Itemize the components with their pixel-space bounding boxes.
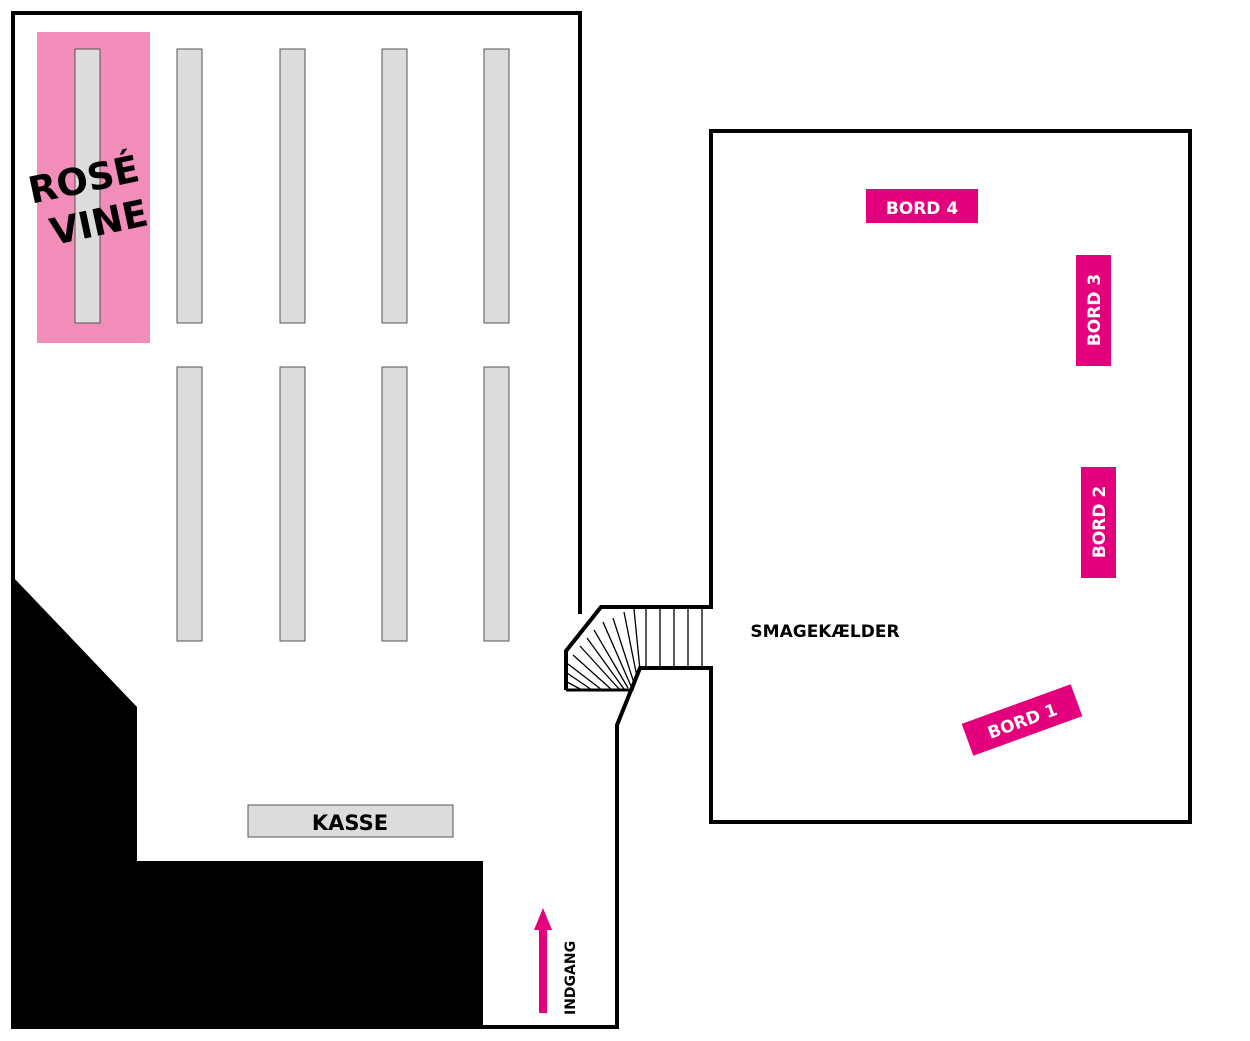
table-label: BORD 4 <box>886 199 959 219</box>
wall-block <box>13 577 483 1027</box>
table-bord-1[interactable]: BORD 1 <box>961 684 1083 756</box>
shelf <box>483 48 510 324</box>
entrance-arrow-icon <box>534 908 552 1013</box>
tasting-cellar-label: SMAGEKÆLDER <box>750 622 899 642</box>
shelf <box>74 48 101 324</box>
main-room-outline <box>11 11 1192 1029</box>
shelf <box>381 366 408 642</box>
table-bord-4[interactable]: BORD 4 <box>866 189 978 223</box>
checkout-label: KASSE <box>312 811 388 835</box>
shelf <box>483 366 510 642</box>
table-bord-3[interactable]: BORD 3 <box>1076 255 1111 366</box>
entrance-label: INDGANG <box>563 941 579 1015</box>
shelf <box>176 366 203 642</box>
checkout-counter[interactable] <box>247 804 454 838</box>
shelf <box>381 48 408 324</box>
shelf <box>279 366 306 642</box>
staircase[interactable] <box>566 608 711 692</box>
shelf <box>279 48 306 324</box>
table-label: BORD 2 <box>1090 486 1110 558</box>
table-bord-2[interactable]: BORD 2 <box>1081 467 1116 578</box>
table-label: BORD 3 <box>1085 274 1105 346</box>
shelf <box>176 48 203 324</box>
